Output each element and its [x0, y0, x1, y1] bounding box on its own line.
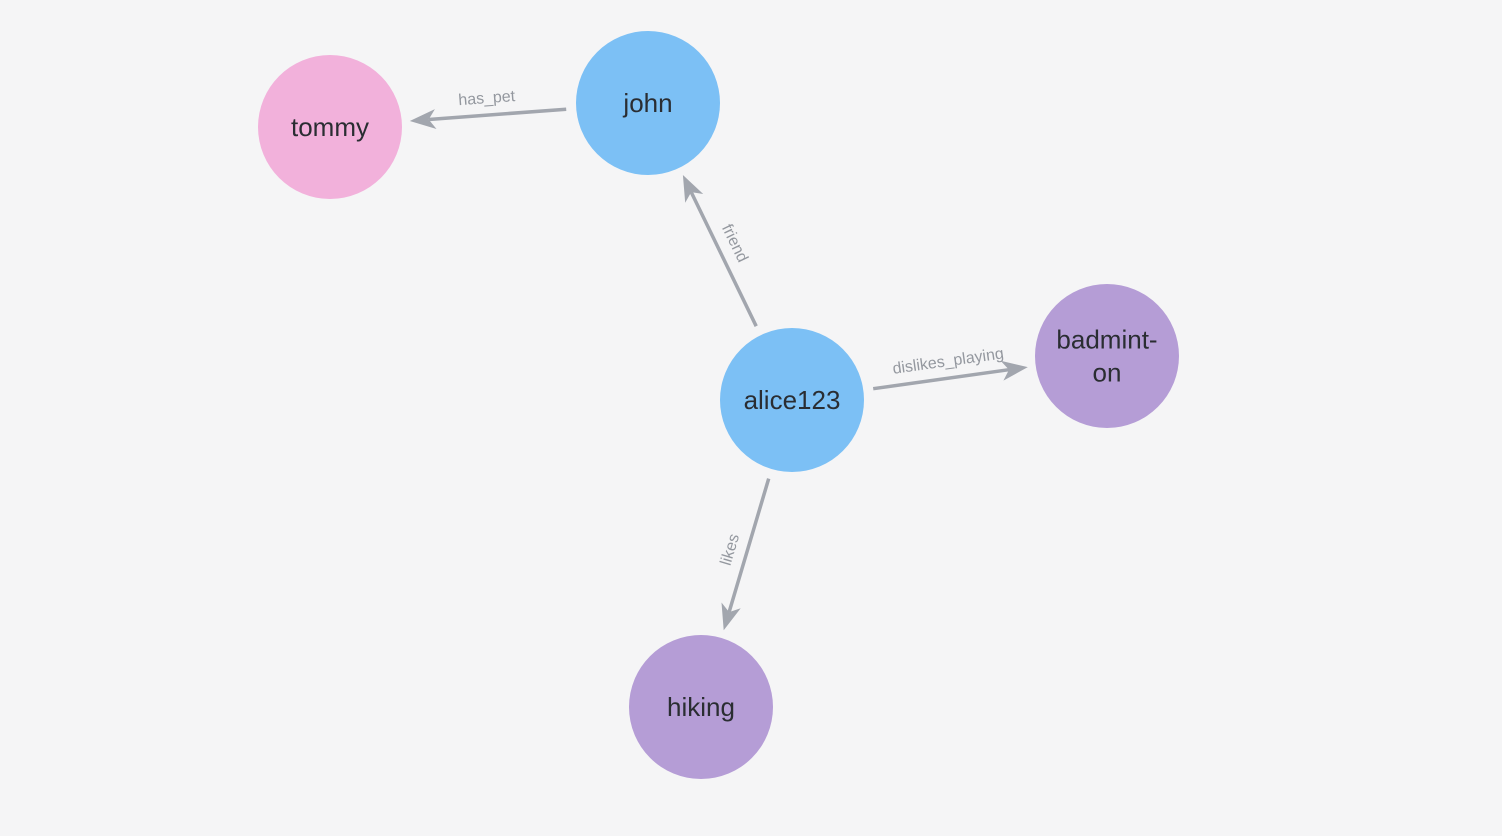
edge-line[interactable] — [689, 191, 758, 327]
node-circle[interactable] — [576, 31, 720, 175]
node-circle[interactable] — [629, 635, 773, 779]
node-circle[interactable] — [258, 55, 402, 199]
edge-line[interactable] — [872, 367, 1010, 391]
node-circle[interactable] — [720, 328, 864, 472]
graph-edge-likes[interactable]: likes — [718, 478, 771, 631]
node-label: hiking — [667, 692, 735, 722]
node-label: tommy — [291, 112, 369, 142]
graph-edge-dislikes_playing[interactable]: dislikes_playing — [872, 345, 1028, 391]
edge-arrowhead-icon — [682, 175, 704, 203]
edge-label[interactable]: likes — [718, 532, 743, 568]
graph-edge-has_pet[interactable]: has_pet — [409, 88, 567, 129]
graph-node-alice123[interactable]: alice123 — [720, 328, 864, 472]
node-label: alice123 — [744, 385, 841, 415]
edge-arrowhead-icon — [721, 602, 741, 631]
edge-arrowhead-icon — [409, 109, 437, 129]
edge-line[interactable] — [428, 107, 567, 122]
node-label: john — [622, 88, 672, 118]
edge-line[interactable] — [727, 478, 771, 613]
edge-label[interactable]: has_pet — [458, 88, 517, 109]
node-circle[interactable] — [1035, 284, 1179, 428]
graph-node-hiking[interactable]: hiking — [629, 635, 773, 779]
node-label: badmint-on — [1056, 325, 1157, 388]
graph-edge-friend[interactable]: friend — [682, 175, 758, 327]
graph-node-john[interactable]: john — [576, 31, 720, 175]
graph-node-badminton[interactable]: badmint-on — [1035, 284, 1179, 428]
edge-arrowhead-icon — [1000, 360, 1028, 381]
graph-node-tommy[interactable]: tommy — [258, 55, 402, 199]
